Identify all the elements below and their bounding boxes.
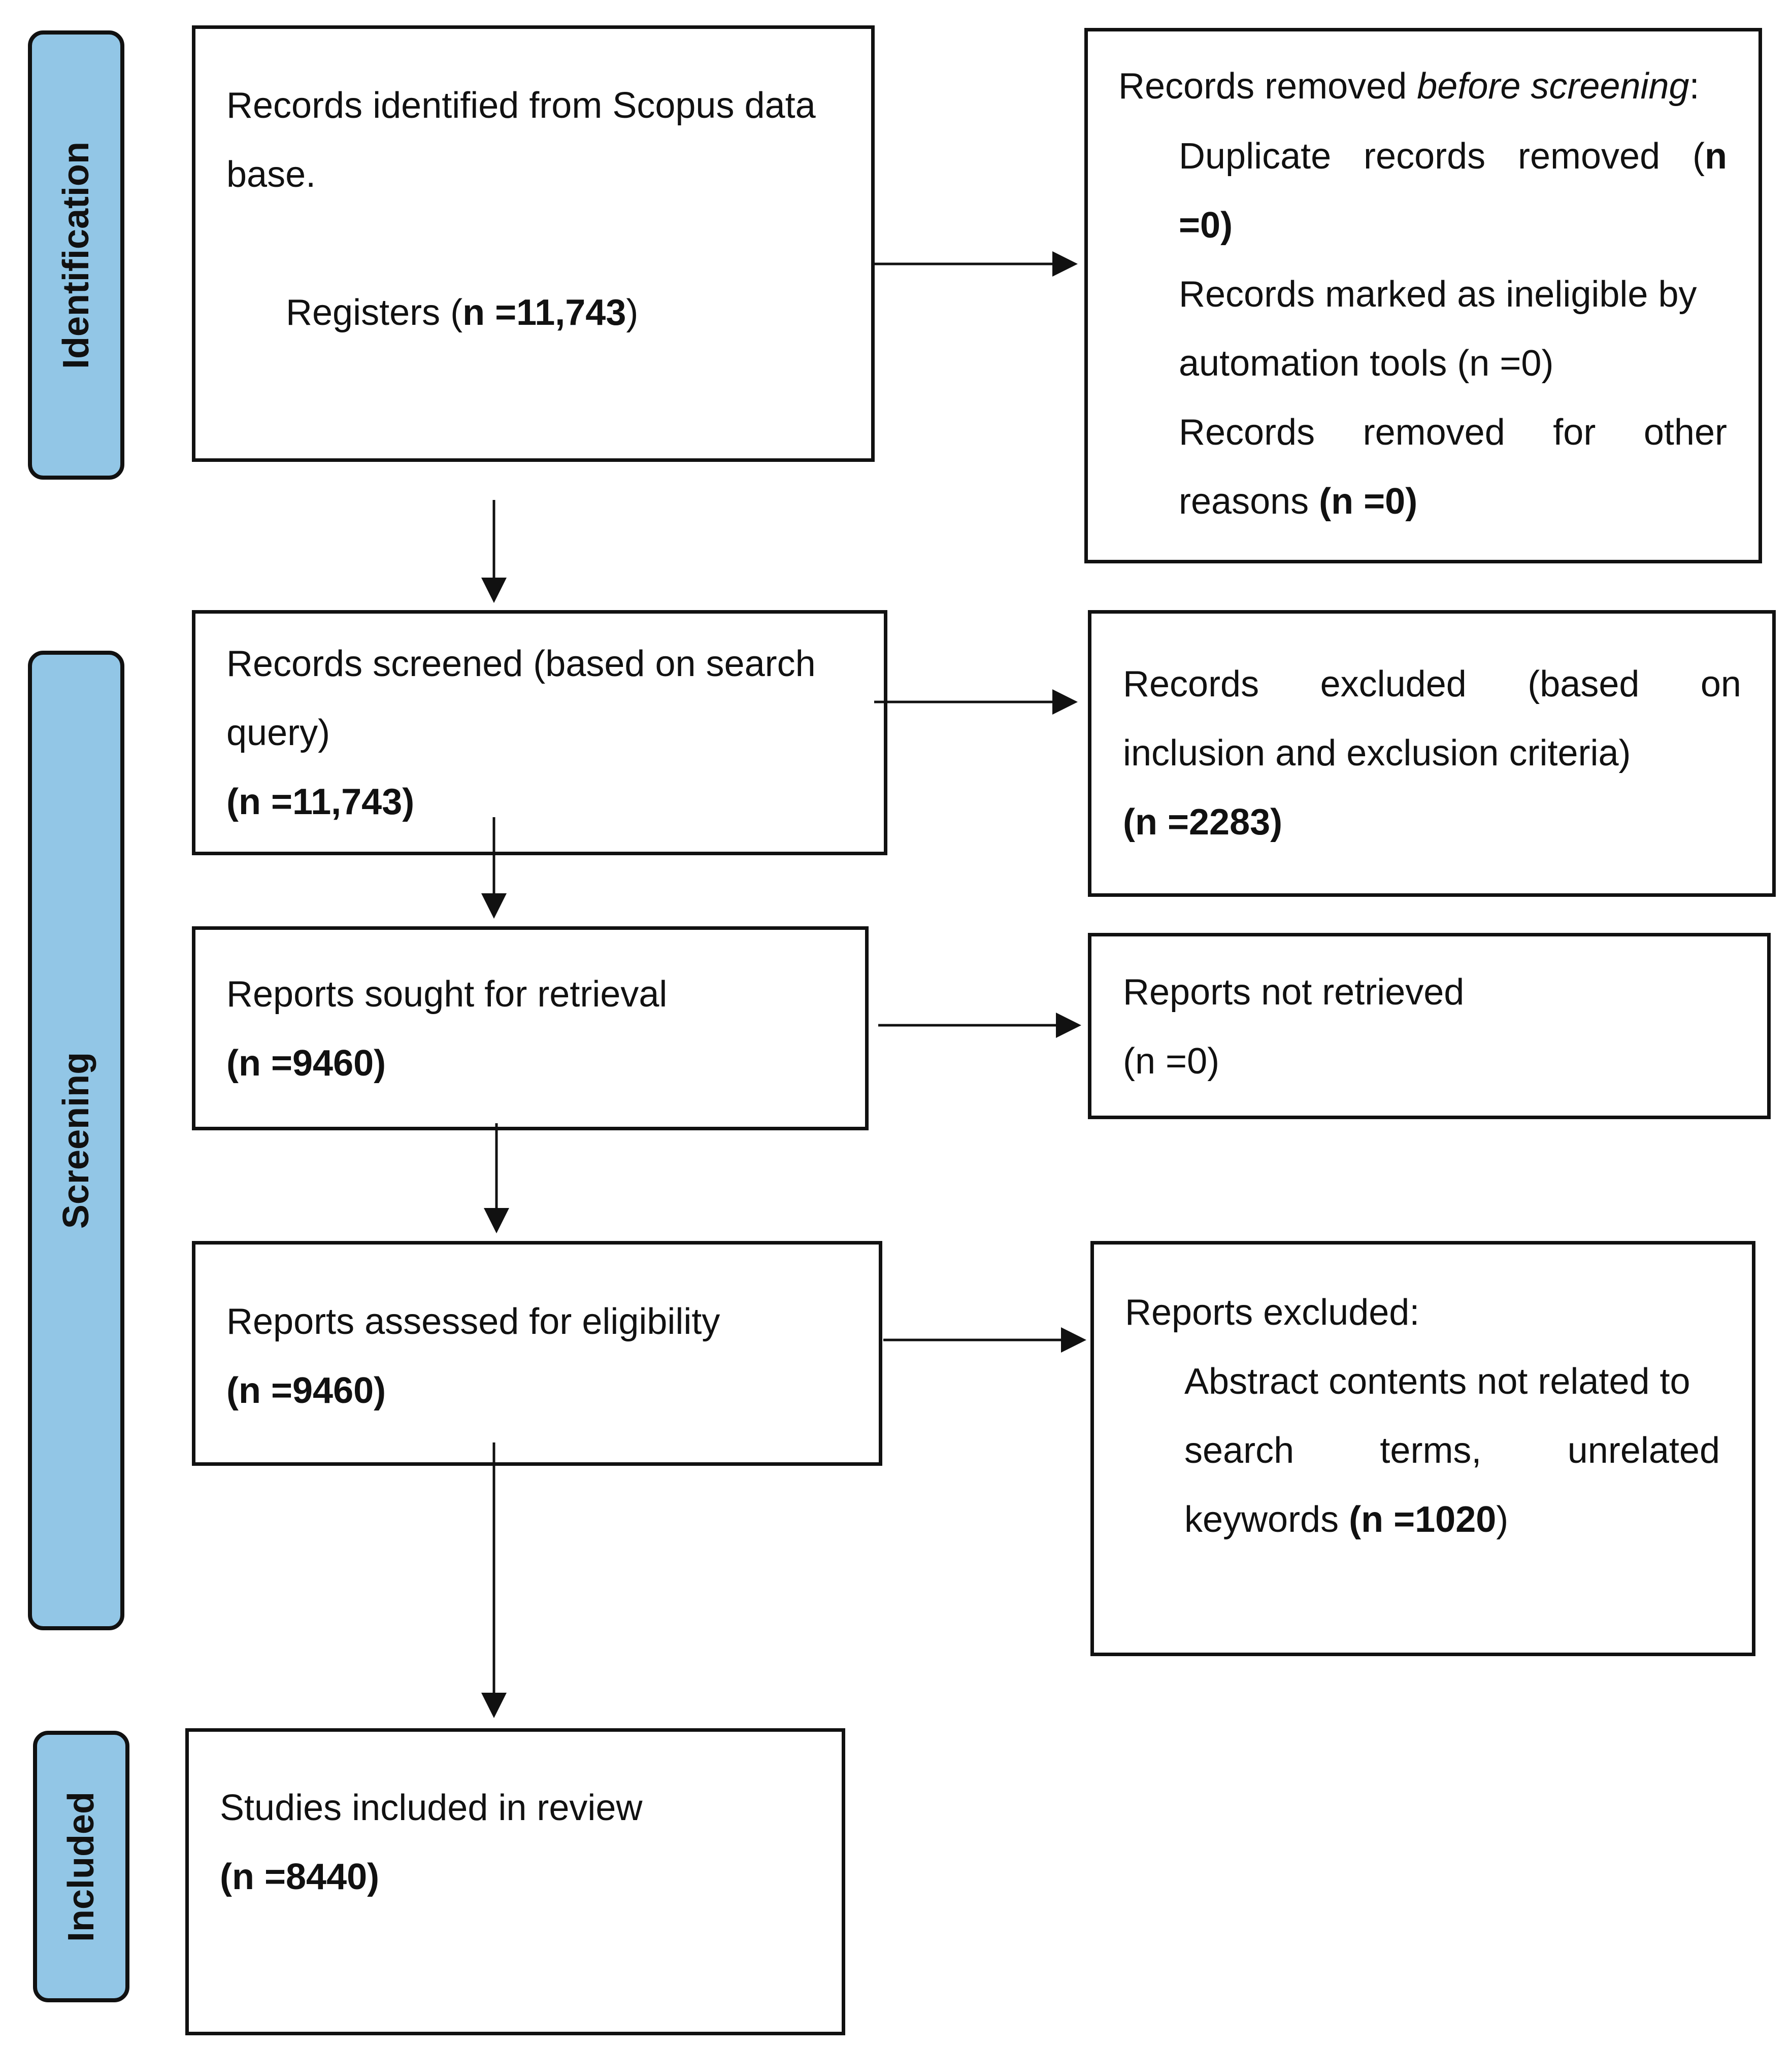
studies-included-box <box>185 1728 845 2035</box>
records-screened-line2: query) <box>226 713 330 753</box>
records-screened-line1: Records screened (based on search <box>226 644 816 684</box>
reports-not-retrieved-n: (n =0) <box>1123 1041 1220 1082</box>
records-identified-line1: Records identified from Scopus data <box>226 85 816 126</box>
records-screened-n: (n =11,743) <box>226 782 415 822</box>
records-excluded-box <box>1088 610 1776 897</box>
records-excluded-line2: inclusion and exclusion criteria) <box>1123 733 1631 774</box>
reports-excluded-n: (n =1020 <box>1349 1499 1497 1540</box>
reports-excluded-line3: keywords (n =1020) <box>1184 1485 1508 1554</box>
duplicate-records-line2: =0) <box>1179 205 1233 246</box>
other-reasons-n: (n =0) <box>1319 481 1418 522</box>
records-removed-box <box>1084 28 1762 563</box>
duplicate-records-line1: Duplicate records removed (n <box>1179 122 1727 191</box>
dup-n: n <box>1705 136 1727 177</box>
reports-not-retrieved-box <box>1088 933 1771 1119</box>
other-word: Records <box>1179 412 1315 453</box>
registers-n: n =11,743 <box>462 292 626 333</box>
other-word: for <box>1553 412 1596 453</box>
ineligible-line2: automation tools (n =0) <box>1179 343 1554 384</box>
phase-screening: Screening <box>28 651 124 1630</box>
records-removed-title-suffix: : <box>1689 66 1700 107</box>
phase-included: Included <box>33 1731 129 2002</box>
ineligible-line1: Records marked as ineligible by <box>1179 274 1697 315</box>
records-excluded-line1: Records excluded (based on <box>1123 650 1741 719</box>
reports-excluded-word: terms, <box>1380 1430 1482 1471</box>
reports-not-retrieved-line1: Reports not retrieved <box>1123 972 1465 1013</box>
reports-excluded-word: search <box>1184 1430 1295 1471</box>
phase-identification: Identification <box>28 30 124 480</box>
registers-label: Registers ( <box>286 292 463 333</box>
other-word: other <box>1643 412 1727 453</box>
reports-excluded-line1: Abstract contents not related to <box>1184 1361 1690 1402</box>
reports-sought-line1: Reports sought for retrieval <box>226 974 668 1015</box>
records-screened-box <box>192 610 887 855</box>
reports-excluded-title: Reports excluded: <box>1125 1292 1420 1333</box>
records-identified-line2: base. <box>226 154 316 195</box>
dup-word: records <box>1364 136 1486 177</box>
records-removed-title-prefix: Records removed <box>1118 66 1417 107</box>
dup-word-paren: (n <box>1693 122 1727 191</box>
reports-excluded-prefix: keywords <box>1184 1499 1349 1540</box>
reports-sought-n: (n =9460) <box>226 1043 386 1084</box>
other-reasons-prefix: reasons <box>1179 481 1319 522</box>
records-removed-title: Records removed before screening: <box>1118 52 1700 121</box>
reports-assessed-n: (n =9460) <box>226 1370 386 1411</box>
records-removed-title-italic: before screening <box>1417 66 1689 107</box>
reports-excluded-word: unrelated <box>1567 1430 1720 1471</box>
reports-assessed-line1: Reports assessed for eligibility <box>226 1301 720 1342</box>
other-reasons-line2: reasons (n =0) <box>1179 467 1417 536</box>
studies-included-n: (n =8440) <box>220 1857 380 1897</box>
excluded-word: excluded <box>1320 664 1467 704</box>
dup-paren: ( <box>1693 136 1705 177</box>
reports-assessed-box <box>192 1241 882 1466</box>
other-word: removed <box>1363 412 1505 453</box>
excluded-word: (based <box>1528 664 1640 704</box>
registers-close: ) <box>626 292 639 333</box>
registers-count: Registers (n =11,743) <box>286 278 638 347</box>
reports-sought-box <box>192 926 869 1130</box>
records-excluded-n: (n =2283) <box>1123 802 1283 843</box>
other-reasons-line1: Records removed for other <box>1179 398 1727 467</box>
excluded-word: Records <box>1123 664 1259 704</box>
reports-excluded-box <box>1090 1241 1755 1656</box>
reports-excluded-line2: search terms, unrelated <box>1184 1416 1720 1485</box>
records-identified-box <box>192 25 875 462</box>
studies-included-line1: Studies included in review <box>220 1788 643 1828</box>
dup-word: Duplicate <box>1179 136 1332 177</box>
dup-word: removed <box>1518 136 1661 177</box>
reports-excluded-close: ) <box>1496 1499 1509 1540</box>
excluded-word: on <box>1700 664 1741 704</box>
